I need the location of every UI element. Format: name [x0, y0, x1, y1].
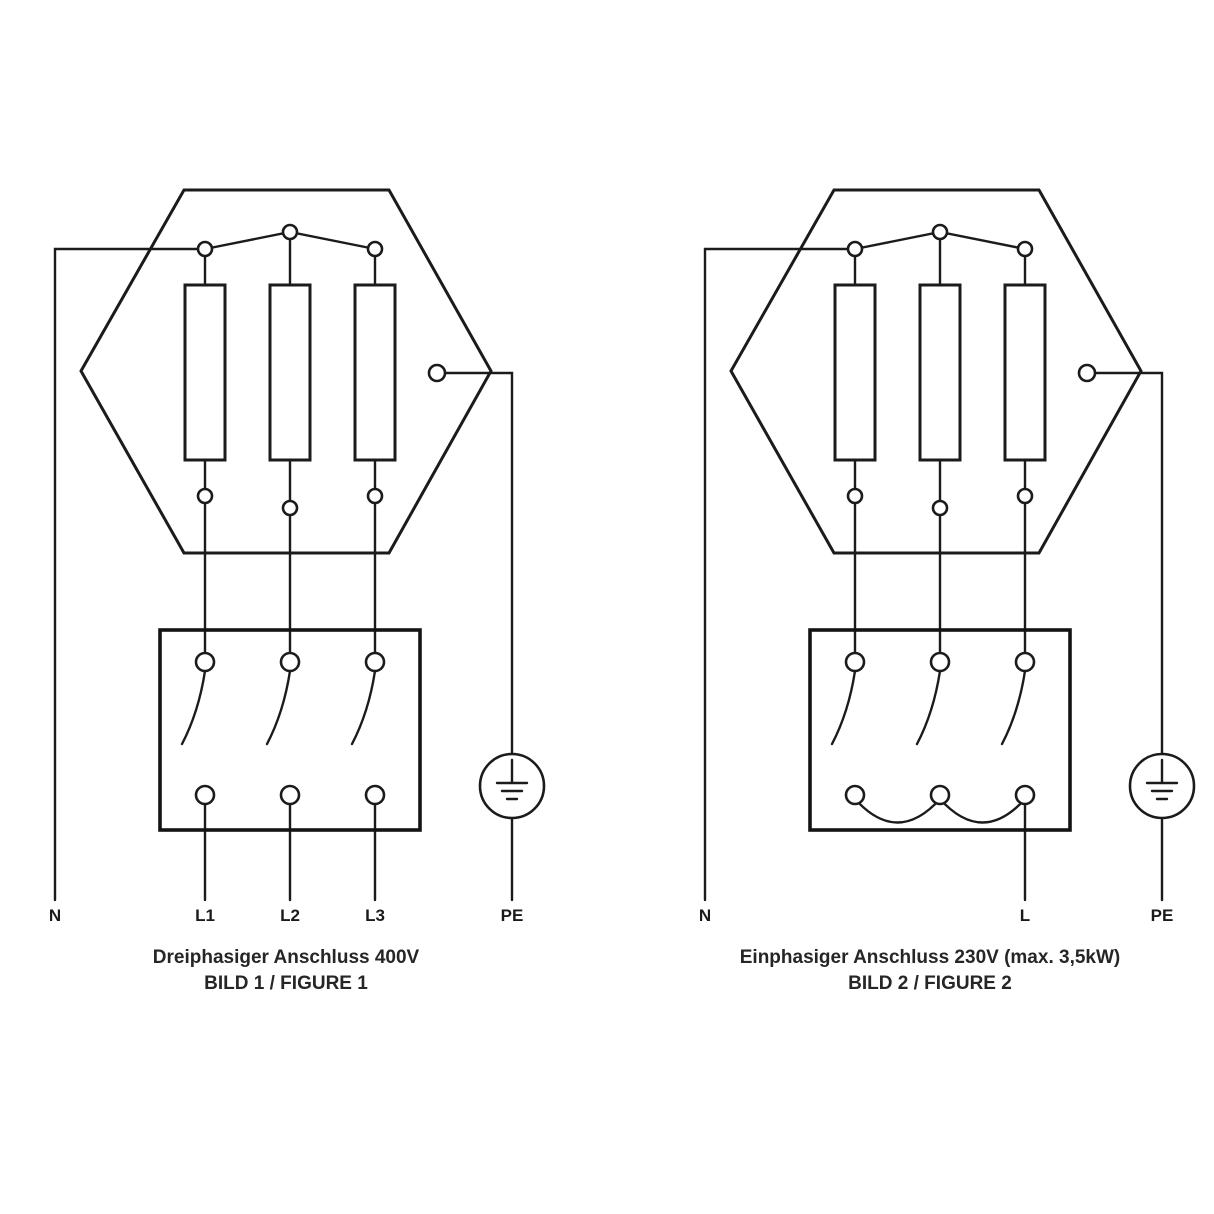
star-point-terminal-fig1 [281, 223, 299, 241]
switch-box-fig1 [158, 628, 422, 832]
switch-contact-bottom-1-fig1 [194, 784, 216, 806]
switch-box-fig2 [808, 628, 1072, 832]
ground-symbol-circle-fig1 [478, 752, 546, 820]
switch-blade-1-fig2 [830, 669, 857, 746]
label-n-fig1: N [49, 906, 61, 925]
heating-element-2-fig2 [918, 283, 962, 462]
wire-neutral-fig2 [703, 247, 857, 902]
heater-housing-hexagon-fig2 [729, 188, 1143, 555]
caption-line2-fig1: BILD 1 / FIGURE 1 [204, 973, 368, 994]
heating-element-1-fig1 [183, 283, 227, 462]
terminal-bottom-1-fig1 [196, 487, 214, 505]
switch-contact-top-3-fig1 [364, 651, 386, 673]
switch-blade-3-fig2 [1000, 669, 1027, 746]
switch-blade-3-fig1 [350, 669, 377, 746]
switch-blade-2-fig1 [265, 669, 292, 746]
label-pe-fig1: PE [501, 906, 524, 925]
bridge-jumper-2-3-fig2 [938, 797, 1027, 824]
switch-contact-top-2-fig2 [929, 651, 951, 673]
terminal-top-3-fig1 [366, 240, 384, 258]
switch-contact-bottom-2-fig1 [279, 784, 301, 806]
heater-housing-hexagon-fig1 [79, 188, 493, 555]
figure-2-single-phase: N L PE Einphasiger Anschluss 230V (max. … [699, 188, 1196, 994]
heating-element-3-fig1 [353, 283, 397, 462]
caption-line2-fig2: BILD 2 / FIGURE 2 [848, 973, 1012, 994]
switch-contact-bottom-2-fig2 [929, 784, 951, 806]
label-n-fig2: N [699, 906, 711, 925]
star-point-terminal-fig2 [931, 223, 949, 241]
switch-blade-1-fig1 [180, 669, 207, 746]
wire-pe-down-fig2 [1093, 371, 1164, 756]
ground-symbol-circle-fig2 [1128, 752, 1196, 820]
caption-line1-fig2: Einphasiger Anschluss 230V (max. 3,5kW) [740, 947, 1121, 968]
heating-element-3-fig2 [1003, 283, 1047, 462]
pe-terminal-fig1 [427, 363, 447, 383]
switch-contact-top-1-fig1 [194, 651, 216, 673]
terminal-top-1-fig2 [846, 240, 864, 258]
switch-contact-bottom-3-fig1 [364, 784, 386, 806]
heating-element-2-fig1 [268, 283, 312, 462]
figure-1-three-phase: N L1 L2 L3 PE Dreiphasiger Anschluss 400… [49, 188, 546, 994]
switch-contact-top-2-fig1 [279, 651, 301, 673]
label-l2-fig1: L2 [280, 906, 300, 925]
label-l1-fig1: L1 [195, 906, 215, 925]
heating-element-1-fig2 [833, 283, 877, 462]
label-l3-fig1: L3 [365, 906, 385, 925]
label-l-fig2: L [1020, 906, 1030, 925]
switch-contact-top-1-fig2 [844, 651, 866, 673]
terminal-bottom-2-fig2 [931, 499, 949, 517]
wire-neutral-fig1 [53, 247, 207, 902]
terminal-top-1-fig1 [196, 240, 214, 258]
terminal-bottom-2-fig1 [281, 499, 299, 517]
terminal-bottom-1-fig2 [846, 487, 864, 505]
switch-contact-bottom-1-fig2 [844, 784, 866, 806]
switch-contact-top-3-fig2 [1014, 651, 1036, 673]
switch-blade-2-fig2 [915, 669, 942, 746]
bridge-jumper-1-2-fig2 [853, 797, 942, 824]
caption-line1-fig1: Dreiphasiger Anschluss 400V [153, 947, 420, 968]
switch-contact-bottom-3-fig2 [1014, 784, 1036, 806]
terminal-bottom-3-fig2 [1016, 487, 1034, 505]
wire-pe-down-fig1 [443, 371, 514, 756]
terminal-top-3-fig2 [1016, 240, 1034, 258]
terminal-bottom-3-fig1 [366, 487, 384, 505]
label-pe-fig2: PE [1151, 906, 1174, 925]
pe-terminal-fig2 [1077, 363, 1097, 383]
